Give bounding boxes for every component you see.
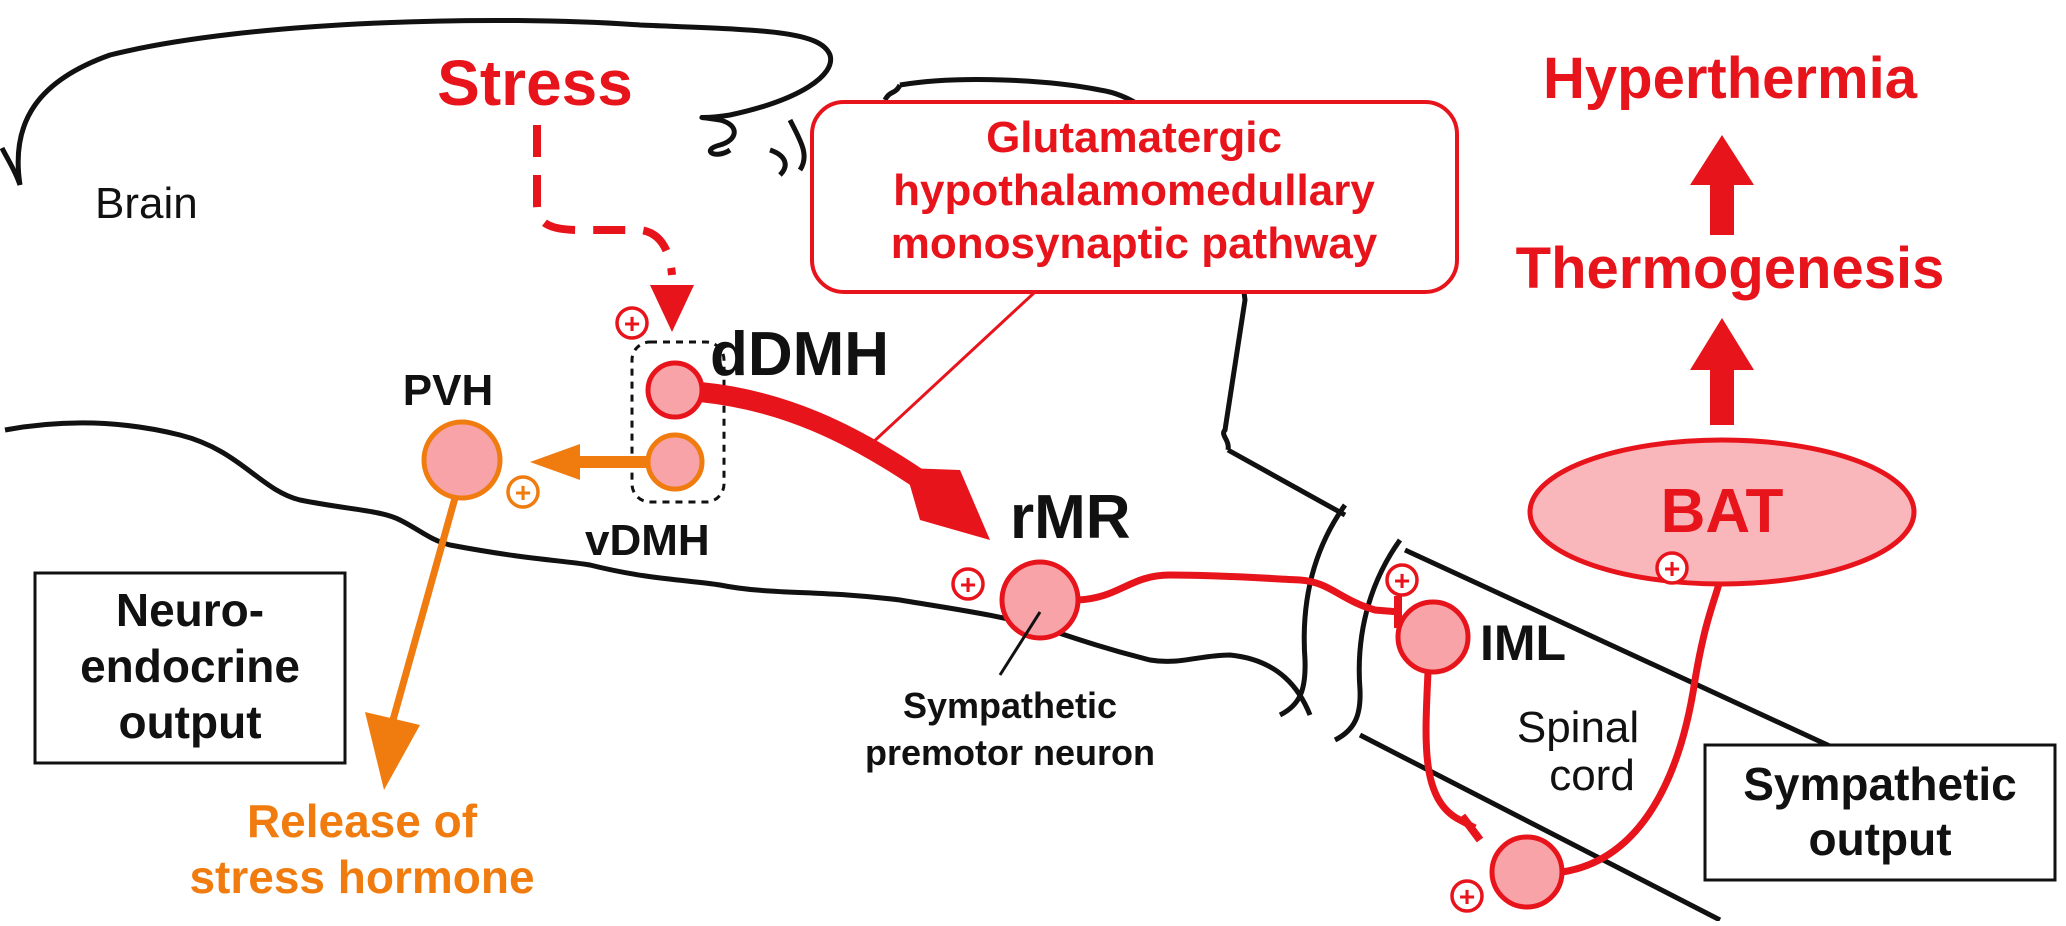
- pathway-pointer-line: [868, 290, 1037, 447]
- hyperthermia-label: Hyperthermia: [1543, 46, 1918, 111]
- neuroendocrine-line3: output: [118, 696, 261, 748]
- brain-outline: [15, 17, 834, 186]
- pathway-label-line2: hypothalamomedullary: [893, 166, 1375, 215]
- stress-arrow-head: [650, 285, 694, 332]
- rmr-to-iml-axon: [1077, 571, 1401, 616]
- release-line1: Release of: [247, 795, 478, 847]
- neuroendocrine-line2: endocrine: [80, 640, 300, 692]
- pvh-plus-sign: [506, 475, 540, 509]
- iml-plus-text: +: [1394, 565, 1410, 596]
- ganglion-neuron: [1489, 834, 1565, 910]
- ganglion-plus-text: +: [1459, 881, 1475, 912]
- premotor-pointer-line: [998, 611, 1042, 676]
- rmr-label: rMR: [1010, 483, 1131, 552]
- premotor-line2: premotor neuron: [865, 732, 1155, 773]
- brain-label: Brain: [95, 179, 198, 228]
- spinal-cord-line2: cord: [1549, 751, 1635, 800]
- ddmh-plus-text: +: [624, 308, 640, 339]
- pathway-label-line1: Glutamatergic: [986, 113, 1282, 162]
- spinal-cord-break-left: [1278, 503, 1348, 718]
- ddmh-neuron: [645, 360, 705, 420]
- ganglion-to-bat-axon: [1561, 579, 1724, 876]
- bat-plus-sign: [1655, 551, 1689, 585]
- pvh-plus-text: +: [515, 477, 531, 508]
- thermogenesis-to-hyperthermia-arrow: [1690, 135, 1754, 235]
- sympathetic-output-line2: output: [1808, 813, 1951, 865]
- spinal-cord-break-right: [1333, 538, 1403, 743]
- pvh-label: PVH: [403, 366, 493, 415]
- sympathetic-output-box: [1703, 743, 2057, 882]
- pvh-axon: [389, 497, 459, 721]
- iml-plus-sign: [1385, 563, 1419, 597]
- brainstem-lower-outline: [1226, 447, 1862, 763]
- rmr-plus-text: +: [960, 569, 976, 600]
- premotor-line1: Sympathetic: [903, 685, 1117, 726]
- ddmh-to-rmr-arrow-head: [905, 468, 990, 540]
- bat-ellipse: [1527, 437, 1917, 587]
- neuroendocrine-output-box: [33, 571, 347, 765]
- ganglion-plus-sign: [1450, 879, 1484, 913]
- thermogenesis-label: Thermogenesis: [1516, 236, 1945, 301]
- iml-label: IML: [1480, 615, 1566, 671]
- iml-to-ganglion-axon: [1422, 671, 1477, 832]
- vdmh-label: vDMH: [585, 516, 710, 565]
- iml-neuron: [1395, 599, 1471, 675]
- iml-ganglion-terminal: [1458, 813, 1484, 843]
- stress-dashed-arrow: [533, 125, 676, 276]
- spinal-cord-line1: Spinal: [1517, 703, 1639, 752]
- brain-outline-left-tip: [0, 146, 23, 186]
- brainstem-upper-outline: [4, 420, 1051, 633]
- ddmh-label: dDMH: [710, 320, 889, 389]
- ddmh-to-rmr-arrow-shaft: [699, 382, 941, 499]
- stress-label: Stress: [437, 47, 633, 119]
- rmr-plus-sign: [951, 567, 985, 601]
- brain-outline-notch: [882, 83, 903, 102]
- vdmh-to-pvh-arrow: [530, 444, 648, 480]
- rmr-neuron: [999, 559, 1081, 641]
- bat-label: BAT: [1661, 477, 1784, 546]
- brain-outline-inner: [769, 118, 807, 177]
- neuroendocrine-line1: Neuro-: [116, 584, 264, 636]
- release-arrow-head: [365, 712, 420, 790]
- bat-plus-text: +: [1664, 553, 1680, 584]
- spinal-cord-lower-outline: [1049, 627, 1722, 923]
- bat-to-thermogenesis-arrow: [1690, 318, 1754, 425]
- ddmh-plus-sign: [615, 306, 649, 340]
- vdmh-neuron: [645, 432, 705, 492]
- sympathetic-output-line1: Sympathetic: [1743, 758, 2017, 810]
- pathway-label-line3: monosynaptic pathway: [891, 219, 1378, 268]
- pvh-neuron: [421, 419, 503, 501]
- release-line2: stress hormone: [189, 851, 534, 903]
- dmh-dashed-box: [630, 340, 726, 504]
- pathway-box: [810, 100, 1459, 294]
